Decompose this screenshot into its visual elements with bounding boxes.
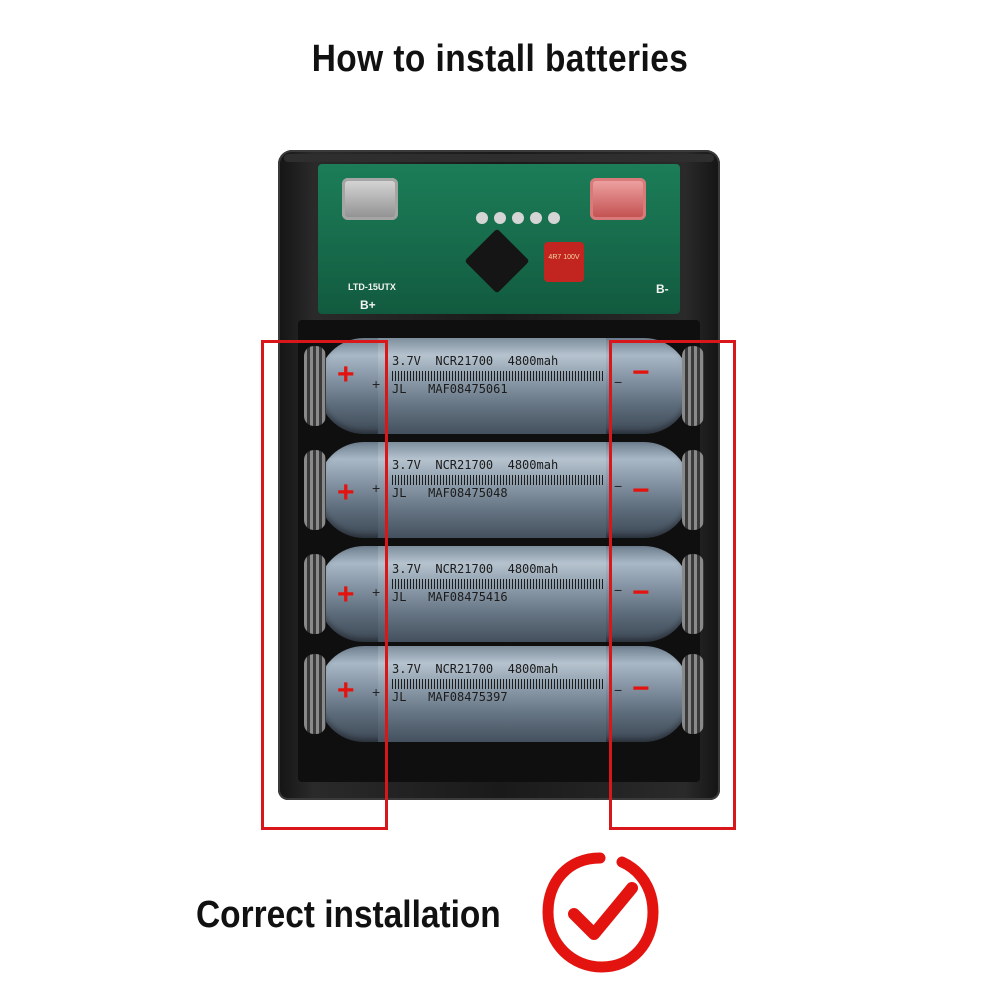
spring-contact bbox=[304, 554, 326, 634]
plus-marker: + bbox=[337, 358, 355, 391]
correct-installation-label: Correct installation bbox=[196, 894, 501, 936]
small-minus-mark: − bbox=[614, 374, 623, 390]
barcode bbox=[392, 679, 604, 689]
circuit-board: 4R7 100V LTD-15UTX B+ B- bbox=[318, 164, 680, 314]
battery-serial-text: JL MAF08475048 bbox=[392, 486, 508, 500]
battery-spec-text: 3.7V NCR21700 4800mah bbox=[392, 458, 559, 472]
b-minus-label: B- bbox=[656, 282, 669, 296]
spring-contact bbox=[682, 450, 704, 530]
minus-marker: − bbox=[632, 474, 650, 507]
minus-marker: − bbox=[632, 356, 650, 389]
battery-2: 3.7V NCR21700 4800mah JL MAF08475048 + − bbox=[304, 442, 704, 538]
small-plus-mark: + bbox=[372, 684, 381, 700]
spring-contact bbox=[304, 654, 326, 734]
small-minus-mark: − bbox=[614, 478, 623, 494]
battery-4: 3.7V NCR21700 4800mah JL MAF08475397 + − bbox=[304, 646, 704, 742]
small-minus-mark: − bbox=[614, 582, 623, 598]
small-minus-mark: − bbox=[614, 682, 623, 698]
plus-marker: + bbox=[337, 476, 355, 509]
minus-marker: − bbox=[632, 672, 650, 705]
spring-contact bbox=[304, 450, 326, 530]
usb-port-right bbox=[590, 178, 646, 220]
small-plus-mark: + bbox=[372, 376, 381, 392]
barcode bbox=[392, 579, 604, 589]
battery-3: 3.7V NCR21700 4800mah JL MAF08475416 + − bbox=[304, 546, 704, 642]
barcode bbox=[392, 371, 604, 381]
positive-terminals-highlight bbox=[261, 340, 388, 830]
capacitor: 4R7 100V bbox=[544, 242, 584, 282]
usb-port-left bbox=[342, 178, 398, 220]
capacitor-label: 4R7 100V bbox=[548, 254, 580, 261]
solder-pads bbox=[476, 212, 566, 224]
board-label: LTD-15UTX bbox=[348, 282, 396, 292]
b-plus-label: B+ bbox=[360, 298, 376, 312]
small-plus-mark: + bbox=[372, 480, 381, 496]
barcode bbox=[392, 475, 604, 485]
case-top-edge bbox=[284, 154, 714, 162]
battery-serial-text: JL MAF08475061 bbox=[392, 382, 508, 396]
battery-serial-text: JL MAF08475416 bbox=[392, 590, 508, 604]
plus-marker: + bbox=[337, 578, 355, 611]
small-plus-mark: + bbox=[372, 584, 381, 600]
battery-serial-text: JL MAF08475397 bbox=[392, 690, 508, 704]
spring-contact bbox=[682, 346, 704, 426]
spring-contact bbox=[682, 654, 704, 734]
spring-contact bbox=[304, 346, 326, 426]
battery-spec-text: 3.7V NCR21700 4800mah bbox=[392, 662, 559, 676]
battery-1: 3.7V NCR21700 4800mah JL MAF08475061 + − bbox=[304, 338, 704, 434]
battery-spec-text: 3.7V NCR21700 4800mah bbox=[392, 354, 559, 368]
minus-marker: − bbox=[632, 576, 650, 609]
spring-contact bbox=[682, 554, 704, 634]
check-circle-icon bbox=[540, 850, 660, 975]
page-title: How to install batteries bbox=[311, 38, 689, 80]
battery-spec-text: 3.7V NCR21700 4800mah bbox=[392, 562, 559, 576]
controller-chip bbox=[464, 228, 530, 294]
plus-marker: + bbox=[337, 674, 355, 707]
negative-terminals-highlight bbox=[609, 340, 736, 830]
